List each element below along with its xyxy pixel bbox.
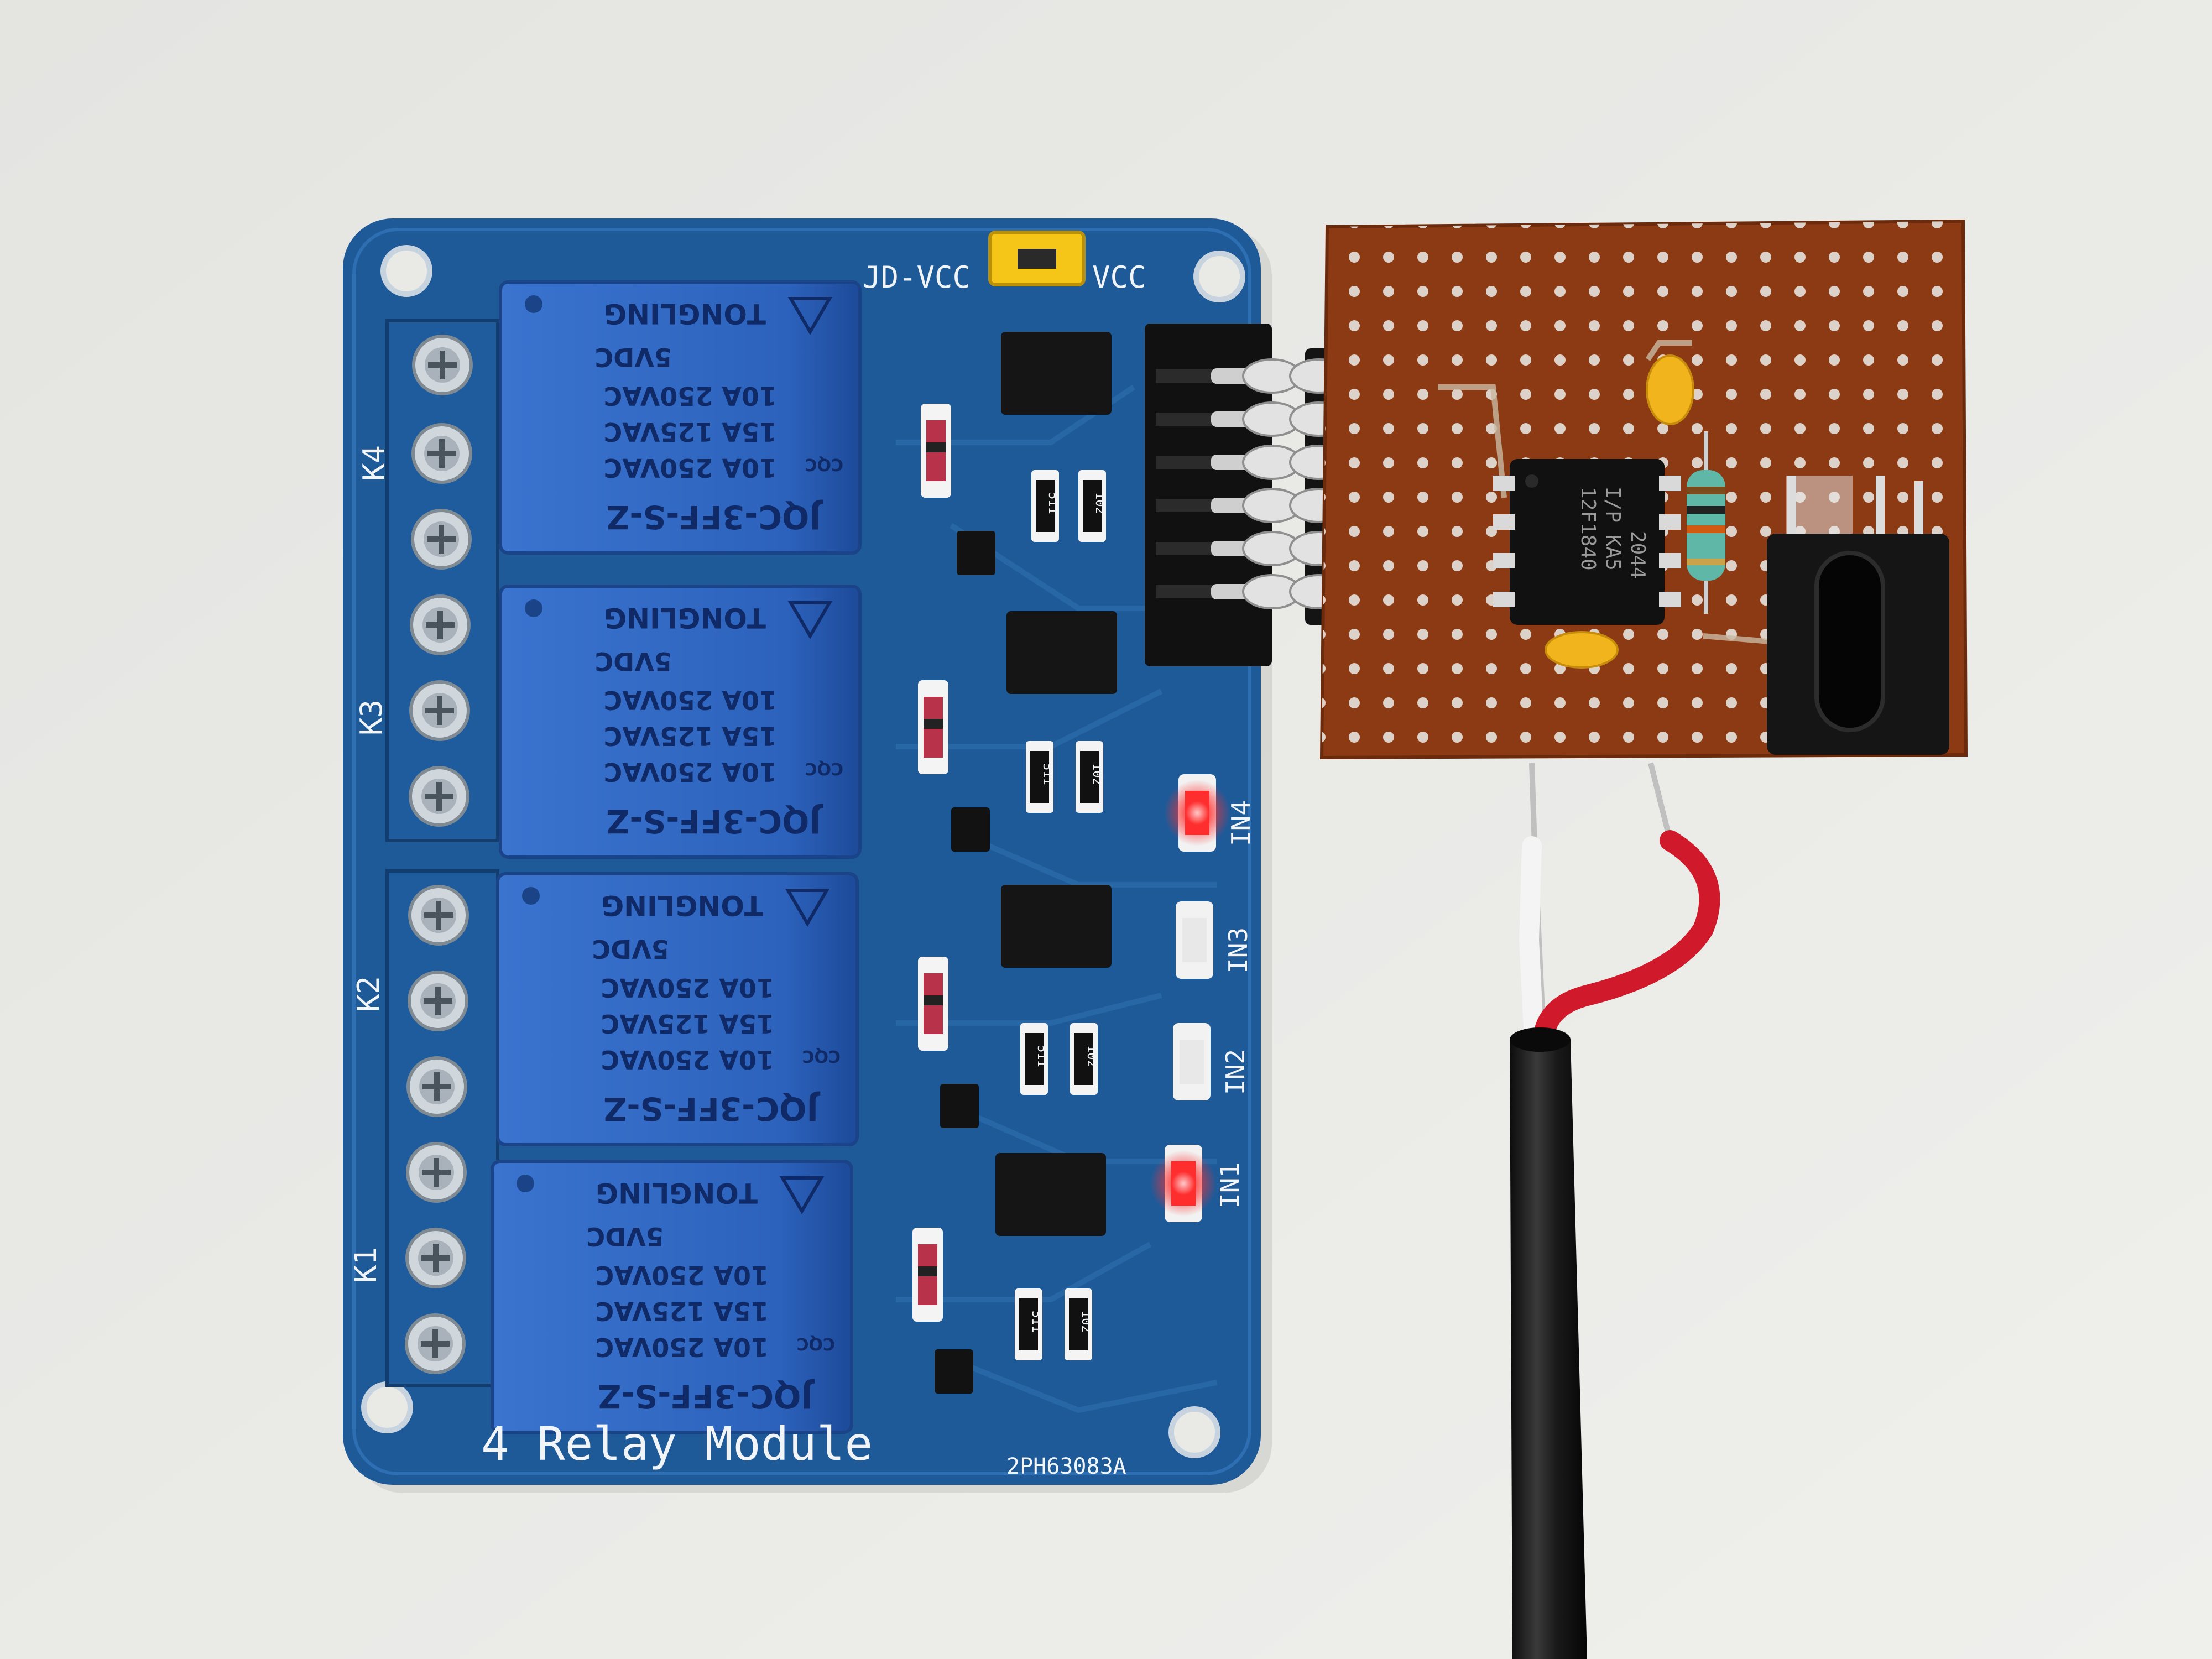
relay-brand: TONGLING [604, 602, 766, 634]
power-cable [1510, 762, 1720, 1659]
resistor-code: 102 [1084, 1045, 1098, 1067]
board-code: 2PH63083A [1006, 1454, 1126, 1479]
smd-resistors: 511 102 511 102 511 102 511 102 [1015, 470, 1107, 1360]
input-label-in2: IN2 [1220, 1049, 1250, 1095]
terminal-screw[interactable] [406, 1142, 467, 1203]
relay-cert: CQC [802, 1046, 841, 1066]
relay-model: JQC-3FF-S-Z [606, 802, 823, 840]
relay-rating: 10A 250VAC [604, 453, 778, 483]
resistor-code: 511 [1046, 492, 1060, 514]
terminal-screw[interactable] [406, 1056, 467, 1117]
board-title: 4 Relay Module [481, 1417, 873, 1471]
terminal-blocks [385, 319, 499, 1387]
terminal-screw[interactable] [409, 766, 469, 827]
input-label-in4: IN4 [1226, 800, 1256, 846]
resistor-code: 511 [1040, 763, 1054, 785]
relay-brand: TONGLING [604, 298, 766, 330]
terminal-screw[interactable] [410, 594, 471, 655]
ceramic-capacitor-top [1646, 354, 1694, 425]
relay-cert: CQC [796, 1334, 835, 1353]
terminal-screw[interactable] [411, 509, 472, 570]
relay-rating: 10A 250VAC [596, 1332, 769, 1362]
input-label-in1: IN1 [1215, 1162, 1245, 1208]
relay-model: JQC-3FF-S-Z [598, 1378, 815, 1415]
resistor-code: 102 [1079, 1311, 1093, 1333]
jumper-label-vcc: VCC [1092, 260, 1146, 295]
input-leds [1150, 774, 1230, 1222]
relay-rating: 15A 125VAC [601, 1009, 775, 1039]
relay-model: JQC-3FF-S-Z [606, 498, 823, 536]
relay-cert: CQC [805, 759, 843, 778]
optocouplers [995, 332, 1117, 1236]
relay-module: K4 K3 K2 K1 JQC-3FF-S-Z CQC 10A 250VAC 1… [343, 218, 1272, 1493]
relay-k1: JQC-3FF-S-Z CQC 10A 250VAC 15A 125VAC 10… [491, 1160, 853, 1434]
terminal-label-k3: K3 [354, 700, 389, 735]
relay-k3: JQC-3FF-S-Z CQC 10A 250VAC 15A 125VAC 10… [499, 585, 862, 859]
ir-receiver [1767, 476, 1949, 755]
relay-model: JQC-3FF-S-Z [603, 1090, 821, 1128]
relay-cert: CQC [805, 455, 843, 474]
relay-rating: 10A 250VAC [604, 381, 778, 411]
resistor-code: 511 [1029, 1311, 1043, 1333]
resistor-code: 102 [1093, 492, 1107, 514]
relay-rating: 10A 250VAC [601, 973, 775, 1003]
terminal-screw[interactable] [409, 680, 470, 741]
vcc-jumper[interactable] [988, 231, 1086, 286]
terminal-label-k4: K4 [357, 445, 392, 481]
relay-coil: 5VDC [592, 934, 669, 964]
input-led-1 [1150, 1145, 1217, 1222]
red-wire [1532, 830, 1720, 1056]
relay-coil: 5VDC [586, 1222, 664, 1251]
relay-rating: 15A 125VAC [604, 417, 778, 447]
relay-coil: 5VDC [594, 342, 672, 372]
white-wire [1519, 836, 1545, 1061]
black-cable-jacket [1510, 1040, 1587, 1659]
relay-rating: 15A 125VAC [596, 1296, 769, 1326]
diodes [912, 404, 951, 1322]
input-led-3 [1176, 901, 1213, 979]
terminal-labels: K4 K3 K2 K1 [348, 445, 392, 1283]
chip-package-code: I/P KA5 [1601, 487, 1624, 571]
relay-rating: 10A 250VAC [596, 1260, 769, 1290]
terminal-screw[interactable] [411, 423, 472, 484]
relay-k4: JQC-3FF-S-Z CQC 10A 250VAC 15A 125VAC 10… [499, 280, 862, 555]
terminal-screw[interactable] [405, 1313, 466, 1374]
terminal-label-k2: K2 [351, 976, 386, 1012]
input-led-2 [1173, 1023, 1211, 1100]
jumper-label-jd-vcc: JD-VCC [863, 260, 971, 295]
relay-rating: 15A 125VAC [604, 721, 778, 751]
resistor-code: 102 [1090, 763, 1104, 785]
transistors [935, 531, 995, 1394]
terminal-screw[interactable] [408, 885, 469, 946]
input-label-in3: IN3 [1223, 927, 1253, 973]
resistor-code: 511 [1035, 1045, 1048, 1067]
relay-coil: 5VDC [594, 646, 672, 676]
controller-board: 12F1840 I/P KA5 2044 [1319, 219, 1968, 760]
relay-rating: 10A 250VAC [604, 685, 778, 715]
terminal-screw[interactable] [405, 1228, 466, 1288]
relay-k2: JQC-3FF-S-Z CQC 10A 250VAC 15A 125VAC 10… [496, 872, 859, 1146]
relay-rating: 10A 250VAC [601, 1045, 775, 1074]
mounting-holes [361, 245, 1245, 1458]
relay-rating: 10A 250VAC [604, 757, 778, 787]
input-led-4 [1164, 774, 1230, 852]
terminal-label-k1: K1 [348, 1247, 383, 1283]
terminal-screw[interactable] [412, 335, 473, 395]
terminal-screw[interactable] [408, 971, 468, 1031]
through-hole-resistor [1687, 431, 1725, 614]
ceramic-capacitor-bottom [1545, 631, 1619, 669]
relay-brand: TONGLING [601, 889, 763, 921]
pic-microcontroller: 12F1840 I/P KA5 2044 [1493, 459, 1681, 625]
chip-part-number: 12F1840 [1577, 487, 1599, 571]
chip-date-code: 2044 [1626, 531, 1649, 579]
relay-brand: TONGLING [596, 1177, 758, 1209]
